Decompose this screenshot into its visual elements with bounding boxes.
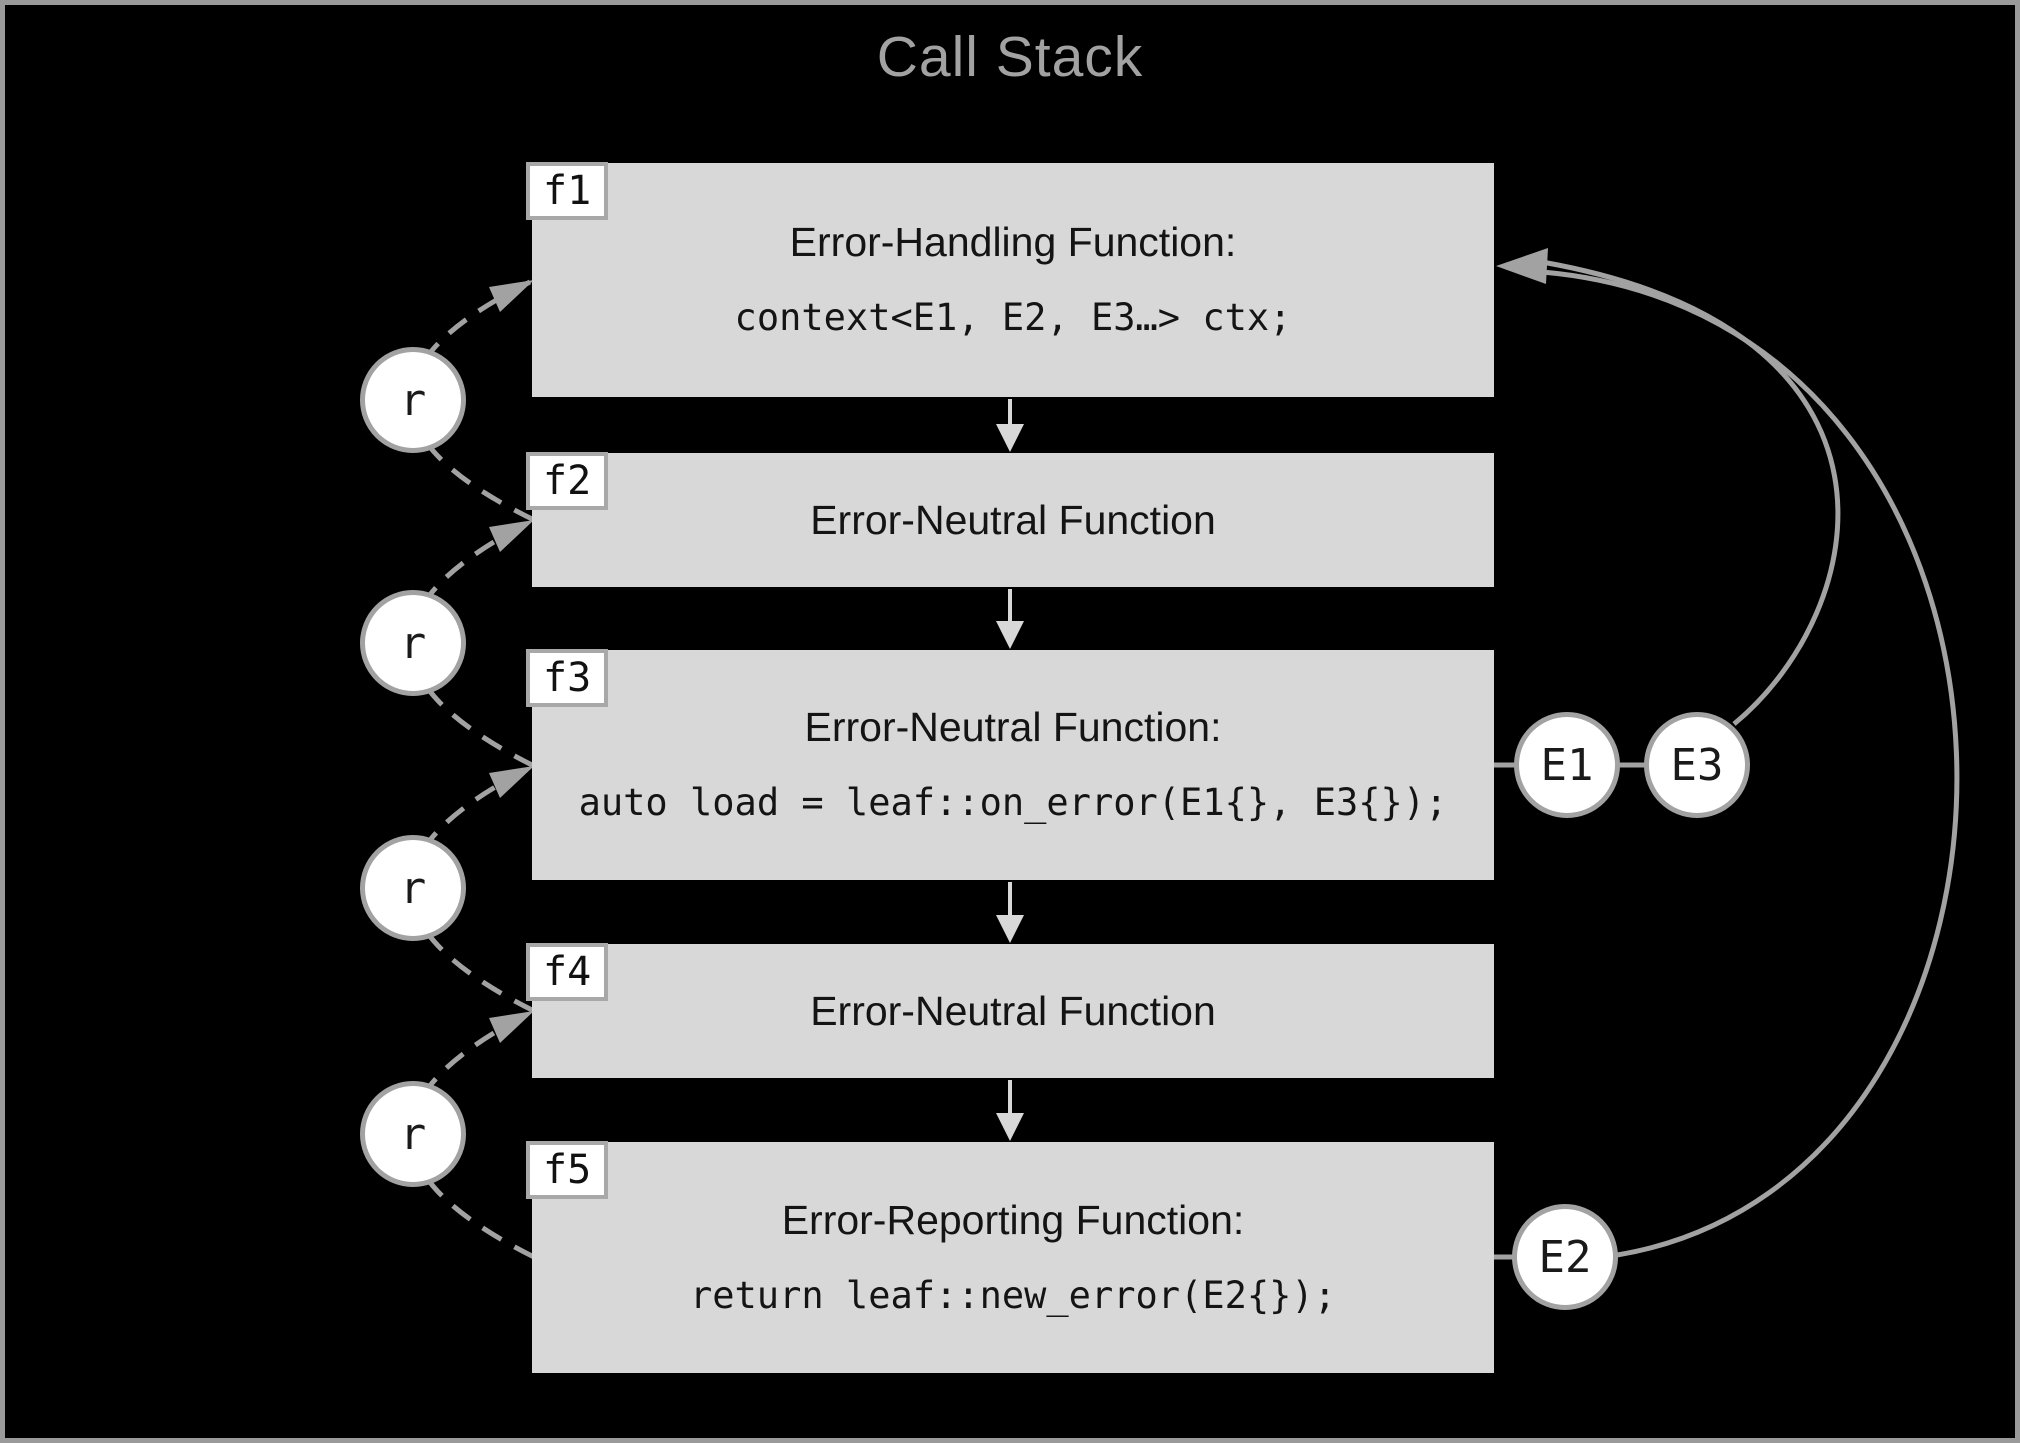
frame-heading-f3: Error-Neutral Function: xyxy=(804,704,1222,750)
frame-heading-f1: Error-Handling Function: xyxy=(789,219,1237,265)
stack-frame-f2: f2 Error-Neutral Function xyxy=(526,452,1494,587)
return-arc-f4-to-f3 xyxy=(408,763,536,1014)
stack-frame-f3: f3 Error-Neutral Function: auto load = l… xyxy=(526,649,1494,880)
frame-code-f3: auto load = leaf::on_error(E1{}, E3{}); xyxy=(578,781,1448,824)
error-node-e2: E2 xyxy=(1512,1204,1618,1310)
frame-tag-f2: f2 xyxy=(526,452,609,510)
error-node-e3: E3 xyxy=(1644,712,1750,818)
return-node-r4-label: r xyxy=(399,1108,427,1160)
call-arrow-f4-f5-head xyxy=(996,1113,1024,1141)
stack-frame-f1: f1 Error-Handling Function: context<E1, … xyxy=(526,162,1494,397)
error-transport-curve-e3-to-f1 xyxy=(1541,259,1841,726)
return-node-r1-label: r xyxy=(399,374,427,426)
return-arrowhead-f1 xyxy=(489,280,534,312)
frame-heading-f4: Error-Neutral Function xyxy=(810,988,1216,1034)
return-node-r1: r xyxy=(360,347,466,453)
error-node-e2-label: E2 xyxy=(1538,1231,1592,1283)
return-node-r2: r xyxy=(360,590,466,696)
error-transport-arrowhead-f1 xyxy=(1496,248,1548,284)
frame-code-f5: return leaf::new_error(E2{}); xyxy=(689,1273,1336,1317)
return-arrowhead-f3 xyxy=(489,766,534,798)
call-arrow-f2-f3-head xyxy=(996,621,1024,649)
return-node-r2-label: r xyxy=(399,617,427,669)
call-arrow-f1-f2-head xyxy=(996,424,1024,452)
return-node-r3: r xyxy=(360,835,466,941)
frame-tag-f5: f5 xyxy=(526,1141,609,1199)
frame-heading-f5: Error-Reporting Function: xyxy=(781,1196,1245,1243)
error-node-e3-label: E3 xyxy=(1670,739,1724,791)
error-transport-curve-e2-to-f1 xyxy=(1541,269,1960,1258)
stack-frame-f4: f4 Error-Neutral Function xyxy=(526,943,1494,1078)
frame-heading-f2: Error-Neutral Function xyxy=(810,497,1216,543)
call-arrow-f3-f4-head xyxy=(996,915,1024,943)
return-arrowhead-f2 xyxy=(489,520,534,552)
return-node-r3-label: r xyxy=(399,862,427,914)
frame-code-f1: context<E1, E2, E3…> ctx; xyxy=(734,296,1292,339)
frame-tag-f3: f3 xyxy=(526,649,609,707)
return-arrowhead-f4 xyxy=(489,1011,534,1043)
diagram-title: Call Stack xyxy=(876,25,1144,89)
stack-frame-f5: f5 Error-Reporting Function: return leaf… xyxy=(526,1141,1494,1373)
frame-tag-f1: f1 xyxy=(526,162,609,220)
return-arc-f5-to-f4 xyxy=(408,1008,536,1260)
error-node-e1-label: E1 xyxy=(1540,739,1594,791)
error-node-e1: E1 xyxy=(1514,712,1620,818)
return-arc-f3-to-f2 xyxy=(408,517,536,769)
return-node-r4: r xyxy=(360,1081,466,1187)
frame-tag-f4: f4 xyxy=(526,943,609,1001)
